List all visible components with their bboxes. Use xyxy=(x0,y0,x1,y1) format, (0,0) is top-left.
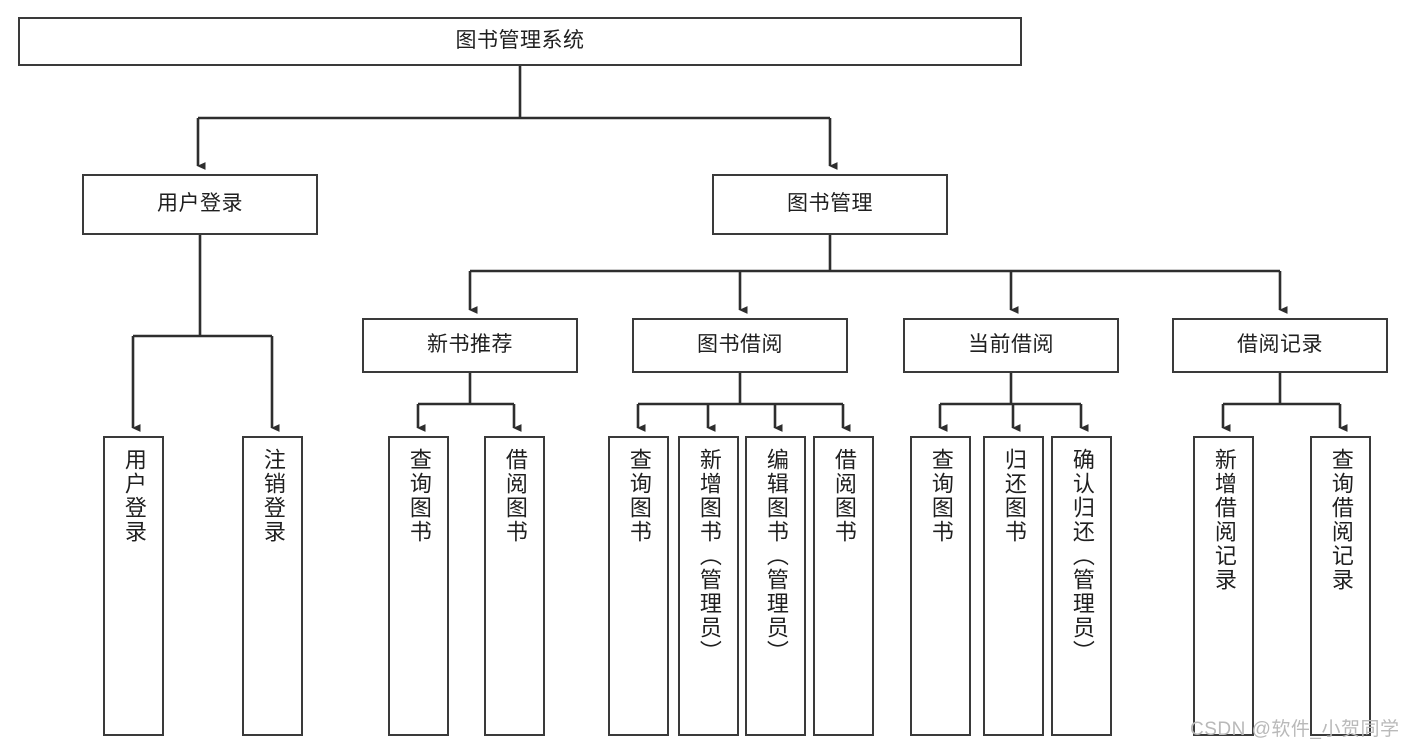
node-new-book-rec-label: 新书推荐 xyxy=(427,333,513,357)
node-leaf-query-book-1[interactable]: 查询图书 xyxy=(388,436,449,736)
node-leaf-add-record[interactable]: 新增借阅记录 xyxy=(1193,436,1254,736)
node-leaf-confirm-return-label: 确认归还（管理员） xyxy=(1069,448,1095,664)
node-book-manage-label: 图书管理 xyxy=(787,192,873,216)
node-leaf-add-book[interactable]: 新增图书（管理员） xyxy=(678,436,739,736)
csdn-watermark: CSDN @软件_小贺同学 xyxy=(1190,719,1400,740)
node-leaf-query-record-label: 查询借阅记录 xyxy=(1328,448,1354,592)
node-leaf-return-book-label: 归还图书 xyxy=(1001,448,1027,544)
node-leaf-query-book-3-label: 查询图书 xyxy=(928,448,954,544)
node-book-borrow[interactable]: 图书借阅 xyxy=(632,318,848,373)
node-leaf-query-book-2[interactable]: 查询图书 xyxy=(608,436,669,736)
node-leaf-borrow-book-1-label: 借阅图书 xyxy=(502,448,528,544)
node-borrow-record-label: 借阅记录 xyxy=(1237,333,1323,357)
node-leaf-borrow-book-2-label: 借阅图书 xyxy=(831,448,857,544)
node-book-borrow-label: 图书借阅 xyxy=(697,333,783,357)
node-leaf-logout[interactable]: 注销登录 xyxy=(242,436,303,736)
node-leaf-user-login[interactable]: 用户登录 xyxy=(103,436,164,736)
node-leaf-edit-book-label: 编辑图书（管理员） xyxy=(763,448,789,664)
node-leaf-query-book-1-label: 查询图书 xyxy=(406,448,432,544)
node-leaf-return-book[interactable]: 归还图书 xyxy=(983,436,1044,736)
node-leaf-query-book-2-label: 查询图书 xyxy=(626,448,652,544)
node-user-login-label: 用户登录 xyxy=(157,192,243,216)
node-current-borrow[interactable]: 当前借阅 xyxy=(903,318,1119,373)
node-current-borrow-label: 当前借阅 xyxy=(968,333,1054,357)
node-borrow-record[interactable]: 借阅记录 xyxy=(1172,318,1388,373)
node-new-book-rec[interactable]: 新书推荐 xyxy=(362,318,578,373)
node-book-manage[interactable]: 图书管理 xyxy=(712,174,948,235)
node-leaf-borrow-book-1[interactable]: 借阅图书 xyxy=(484,436,545,736)
node-leaf-user-login-label: 用户登录 xyxy=(121,448,147,544)
node-leaf-add-book-label: 新增图书（管理员） xyxy=(696,448,722,664)
node-leaf-logout-label: 注销登录 xyxy=(260,448,286,544)
node-root[interactable]: 图书管理系统 xyxy=(18,17,1022,66)
node-user-login[interactable]: 用户登录 xyxy=(82,174,318,235)
node-leaf-query-record[interactable]: 查询借阅记录 xyxy=(1310,436,1371,736)
node-leaf-edit-book[interactable]: 编辑图书（管理员） xyxy=(745,436,806,736)
node-leaf-query-book-3[interactable]: 查询图书 xyxy=(910,436,971,736)
node-root-label: 图书管理系统 xyxy=(455,29,585,53)
node-leaf-add-record-label: 新增借阅记录 xyxy=(1211,448,1237,592)
node-leaf-confirm-return[interactable]: 确认归还（管理员） xyxy=(1051,436,1112,736)
node-leaf-borrow-book-2[interactable]: 借阅图书 xyxy=(813,436,874,736)
